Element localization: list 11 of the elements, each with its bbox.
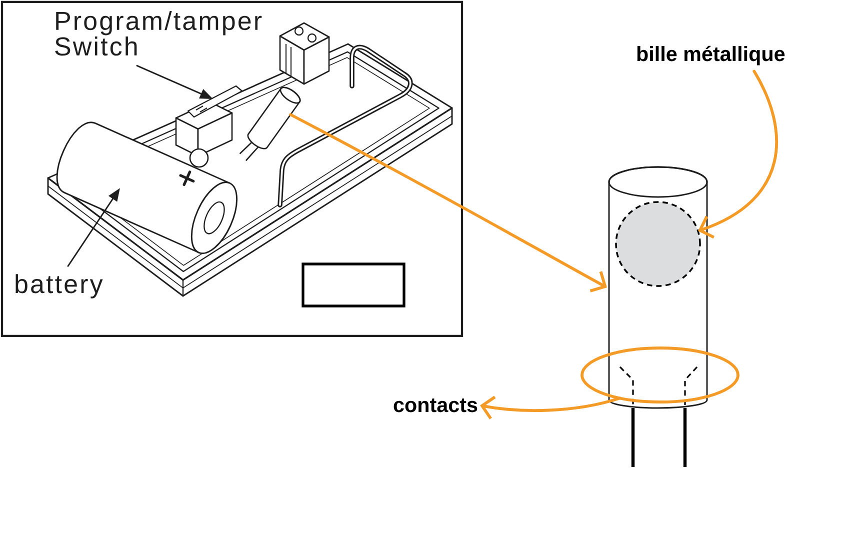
callout-label: battery	[16, 274, 103, 298]
empty-box	[302, 262, 406, 308]
callout-label: bille métallique	[637, 46, 785, 66]
curved-arrow	[698, 70, 778, 239]
curved-arrow	[480, 396, 622, 420]
callout-label: contacts	[394, 398, 478, 412]
callout-label: Program/tamper Switch	[55, 11, 262, 56]
highlight-ellipse	[580, 346, 740, 404]
curved-arrow	[289, 113, 607, 292]
tilt-switch	[239, 86, 301, 162]
ball	[615, 201, 701, 287]
